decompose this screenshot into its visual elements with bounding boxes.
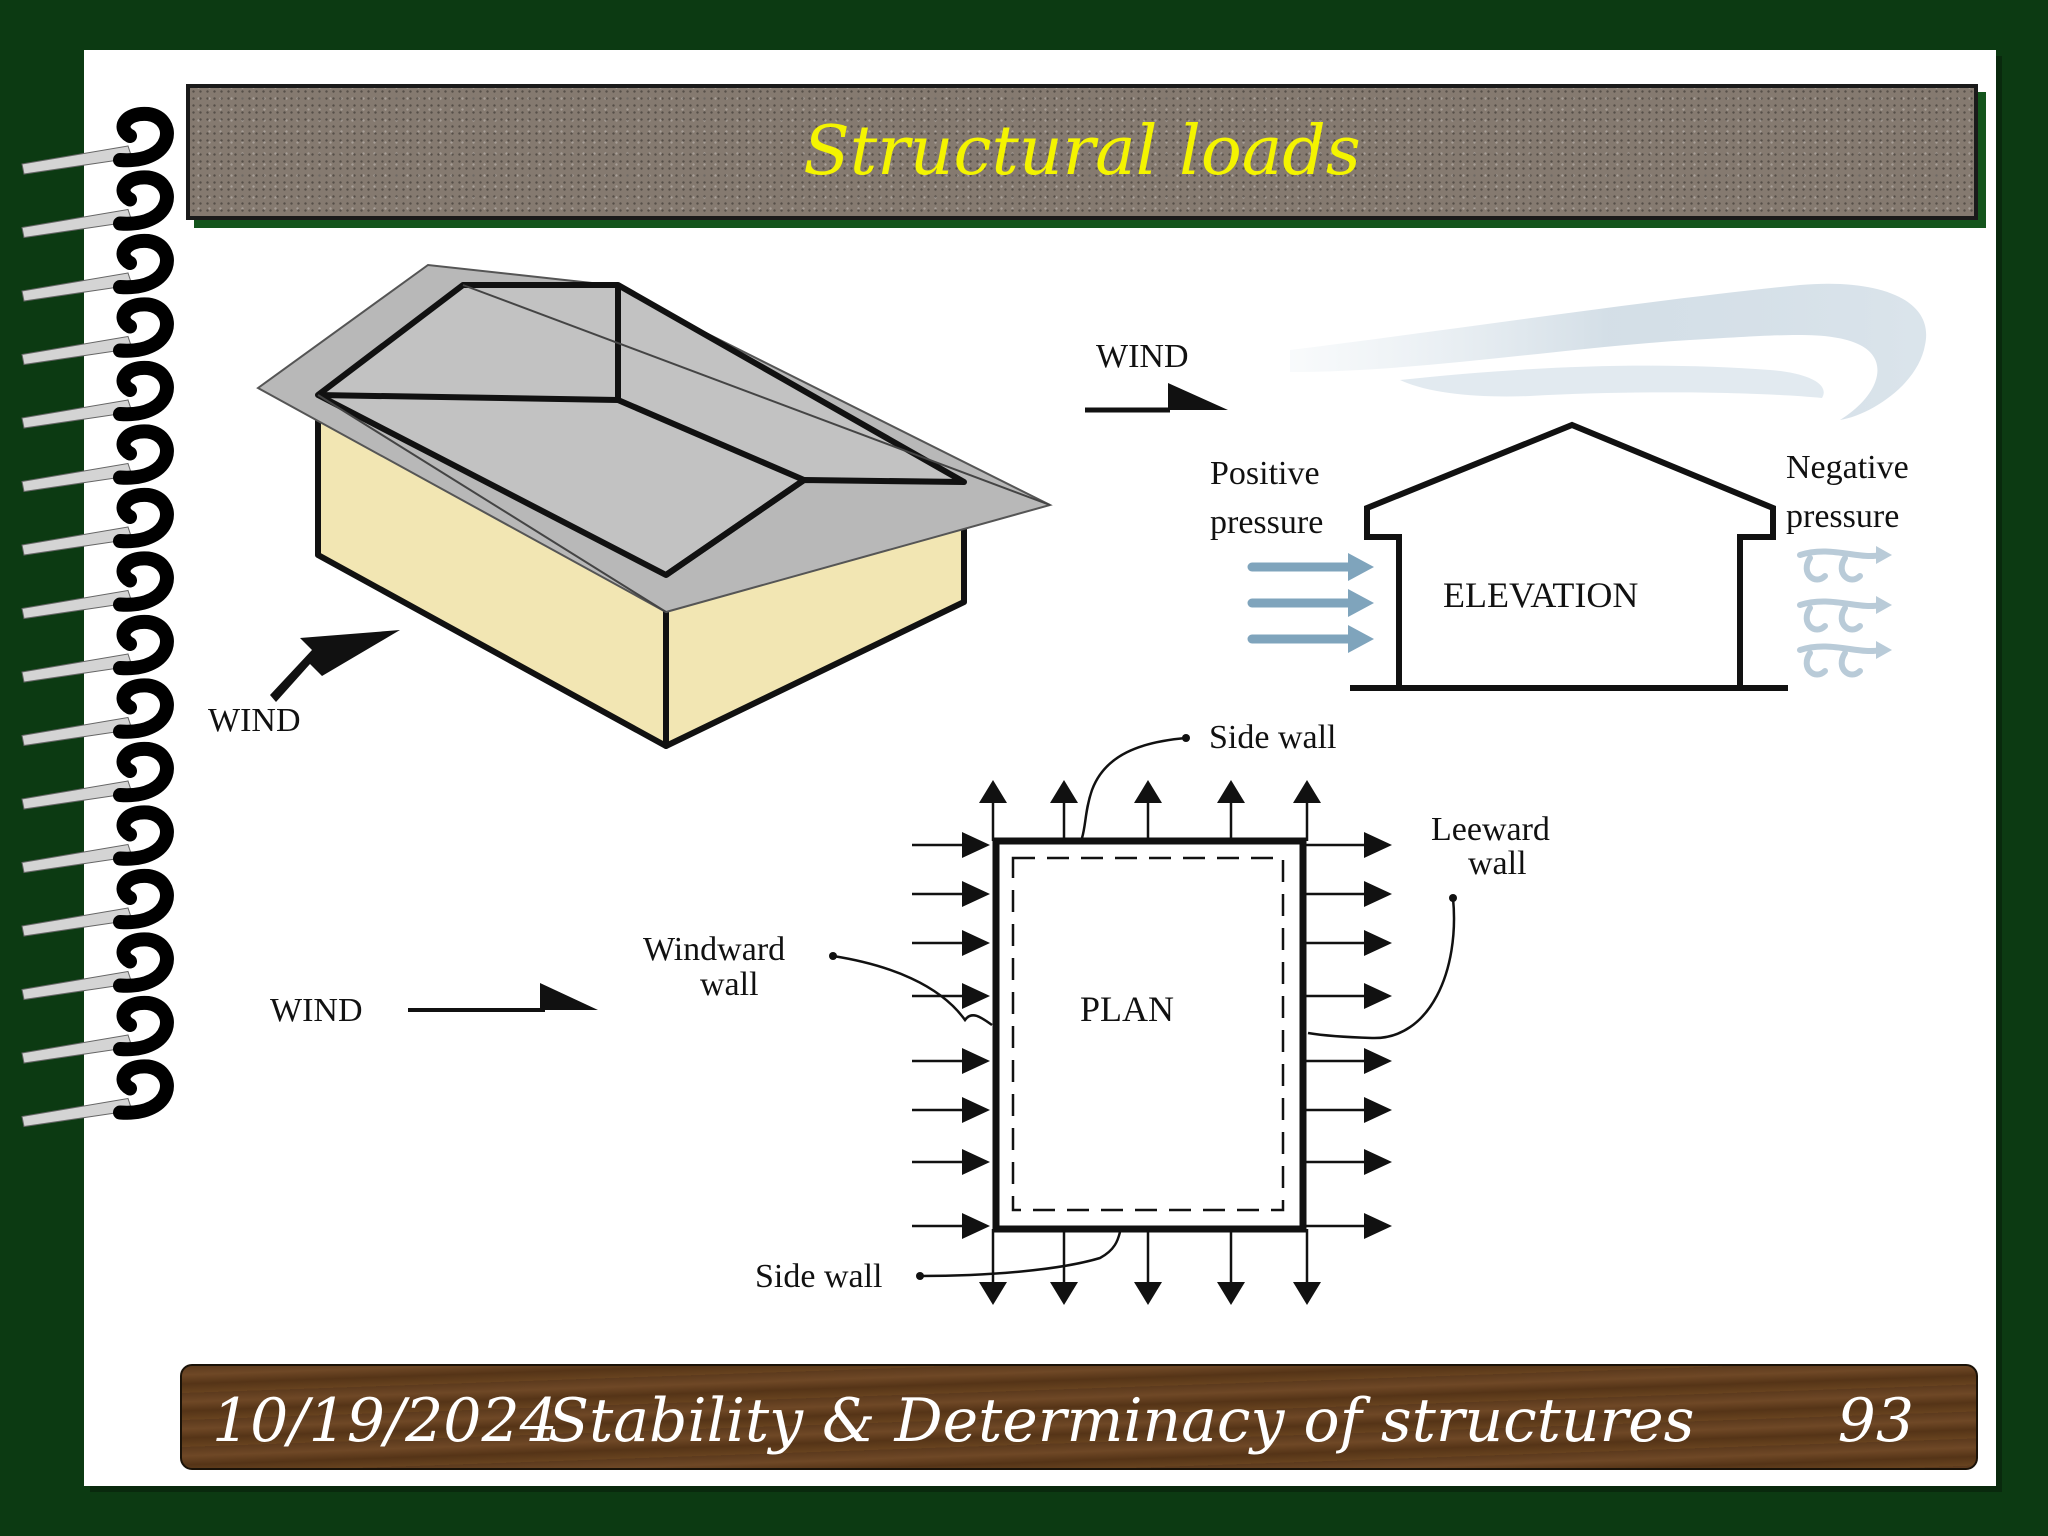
leeward-wall-line2: wall [1468, 845, 1527, 882]
plan-arrow-head [962, 881, 990, 907]
windward-wall-line1: Windward [643, 931, 785, 968]
binding-ring [21, 551, 174, 620]
plan-arrow-head [1364, 983, 1392, 1009]
wind-label-plan: WIND [270, 992, 363, 1029]
binding-ring [21, 233, 174, 302]
wind-label-elev: WIND [1096, 338, 1189, 375]
plan-arrow-head [1364, 1097, 1392, 1123]
plan-arrow-head [1364, 1213, 1392, 1239]
positive-pressure-line2: pressure [1210, 504, 1323, 541]
wind-cloud-2 [1400, 365, 1824, 398]
side-wall-bottom-label: Side wall [755, 1258, 882, 1295]
plan-pressure-arrows [912, 780, 1392, 1305]
footer-subject: Stability & Determinacy of structures [548, 1386, 1695, 1456]
binding-ring [21, 805, 174, 874]
plan-arrow-head [962, 1213, 990, 1239]
binding-ring [21, 741, 174, 810]
plan-arrow-head [1134, 1282, 1162, 1305]
plan-arrow-head [962, 983, 990, 1009]
binding-ring [21, 106, 174, 175]
binding-ring [21, 678, 174, 747]
title-bar: Structural loads [186, 84, 1978, 220]
binding-ring [21, 424, 174, 493]
plan-arrow-head [962, 1149, 990, 1175]
slide-title: Structural loads [803, 112, 1361, 191]
binding-ring [21, 614, 174, 683]
leeward-wall-leader [1307, 897, 1456, 1040]
wind-arrow-head-elev [1168, 383, 1228, 410]
page-number: 93 [1837, 1386, 1914, 1456]
plan-arrow-head [962, 832, 990, 858]
roof-overhang-edge-2 [462, 284, 1051, 506]
side-wall-bottom-leader [919, 1231, 1122, 1278]
side-wall-top-leader [1080, 736, 1187, 839]
negative-pressure-line1: Negative [1786, 449, 1909, 486]
binding-ring [21, 932, 174, 1001]
plan-arrow-head [1364, 1149, 1392, 1175]
plan-arrow-head [1050, 780, 1078, 803]
footer-bar: 10/19/2024 Stability & Determinacy of st… [180, 1364, 1978, 1470]
plan-arrow-head [1364, 930, 1392, 956]
wind-cloud [1290, 283, 1927, 420]
plan-section: PLAN WIND Side wall Side wall Windward w… [270, 719, 1550, 1305]
binding-ring [21, 995, 174, 1064]
binding-ring [21, 868, 174, 937]
plan-arrow-head [1050, 1282, 1078, 1305]
roof-valley [616, 397, 806, 483]
wind-arrow-iso [270, 630, 400, 702]
positive-pressure-arrows [1247, 553, 1374, 653]
plan-outline [992, 837, 1307, 1233]
plan-arrow-head [1293, 1282, 1321, 1305]
binding-ring [21, 360, 174, 429]
plan-arrow-head [962, 1097, 990, 1123]
wind-label-iso: WIND [208, 702, 301, 739]
isometric-house: WIND [208, 263, 1053, 749]
plan-inner-dashed [1011, 856, 1285, 1212]
roof-hip-front [664, 477, 806, 578]
negative-pressure-line2: pressure [1786, 498, 1899, 535]
plan-arrow-head [962, 930, 990, 956]
leeward-wall-line1: Leeward [1431, 811, 1550, 848]
elevation-label: ELEVATION [1443, 575, 1638, 615]
plan-arrow-head [979, 780, 1007, 803]
plan-arrow-head [1364, 832, 1392, 858]
binding-ring [21, 297, 174, 366]
negative-pressure-swirls [1797, 546, 1892, 678]
plan-arrow-head [1364, 881, 1392, 907]
binding-ring [21, 170, 174, 239]
plan-arrow-head [1293, 780, 1321, 803]
windward-wall-line2: wall [700, 966, 759, 1003]
binding-ring [21, 1059, 174, 1128]
footer-date: 10/19/2024 [212, 1386, 558, 1456]
windward-wall-leader [832, 954, 993, 1027]
plan-arrow-head [979, 1282, 1007, 1305]
roof-hip-left [317, 392, 619, 403]
plan-arrow-head [1217, 780, 1245, 803]
elevation-outline [1364, 421, 1776, 688]
elevation-section: WIND Positive pressure Negative pressure [1085, 283, 1927, 691]
plan-arrow-head [1217, 1282, 1245, 1305]
plan-label: PLAN [1080, 989, 1174, 1029]
positive-pressure-line1: Positive [1210, 455, 1320, 492]
plan-arrow-head [962, 1048, 990, 1074]
plan-arrow-head [1134, 780, 1162, 803]
binding-ring [21, 487, 174, 556]
side-wall-top-label: Side wall [1209, 719, 1336, 756]
plan-arrow-head [1364, 1048, 1392, 1074]
roof-overhang-edge [317, 394, 667, 613]
wind-arrow-head-plan [540, 983, 598, 1010]
